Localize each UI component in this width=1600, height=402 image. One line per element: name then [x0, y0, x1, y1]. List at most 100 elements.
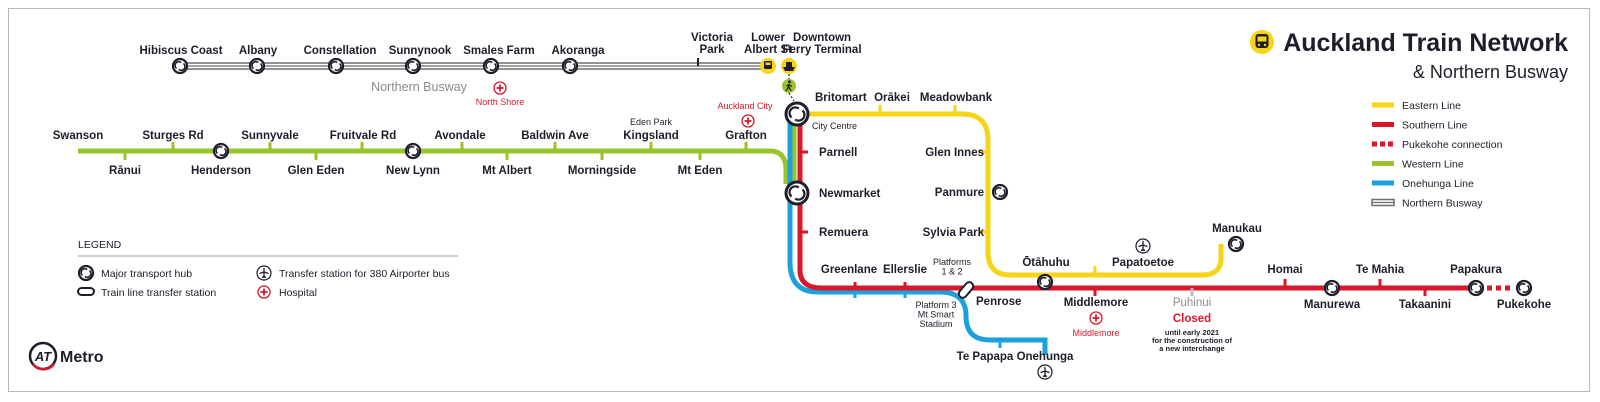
line-legend-label: Southern Line — [1402, 120, 1468, 132]
manurewa-label: Manurewa — [1304, 299, 1361, 311]
downtown-ferry-icon — [781, 58, 797, 74]
western-upper-label: Sturges Rd — [142, 130, 203, 142]
meadowbank-label: Meadowbank — [920, 92, 993, 104]
line-legend-item: Southern Line — [1372, 120, 1468, 132]
puhinui-label: Puhinui — [1173, 297, 1211, 309]
map-title: Auckland Train Network — [1283, 29, 1568, 57]
busway-station-label: Sunnynook — [389, 45, 452, 57]
parnell-label: Parnell — [819, 147, 857, 159]
station-ticks — [123, 105, 1427, 348]
line-legend-item: Eastern Line — [1372, 100, 1461, 112]
otahuhu-hub — [1036, 273, 1054, 291]
britomart-label: Britomart — [815, 92, 867, 104]
western-upper-label: Baldwin Ave — [521, 130, 589, 142]
britomart-hub — [784, 101, 810, 127]
papakura-label: Papakura — [1450, 264, 1502, 276]
sylvia-park-label: Sylvia Park — [923, 227, 985, 239]
busway-name-label: Northern Busway — [371, 80, 468, 94]
western-line — [78, 148, 789, 184]
eastern-labels: Orākei Meadowbank Glen Innes Panmure Syl… — [874, 92, 1262, 239]
legend-transfer-label: Train line transfer station — [101, 287, 216, 299]
newmarket-hub — [784, 180, 810, 206]
western-lower-label: Morningside — [568, 165, 636, 177]
train-icon-glyph — [1255, 34, 1269, 48]
busway-station-label: Constellation — [304, 45, 377, 57]
western-upper-label: Swanson — [53, 130, 103, 142]
western-lower-label: Henderson — [191, 165, 251, 177]
closed-label: Closed — [1173, 313, 1211, 325]
penrose-transfer — [957, 281, 975, 299]
greenlane-label: Greenlane — [821, 264, 877, 276]
penrose-label: Penrose — [976, 296, 1021, 308]
southern-line — [797, 114, 1478, 291]
at-logo-text: AT — [34, 349, 52, 364]
western-upper-label: Grafton — [725, 130, 767, 142]
middlemore-hospital-label: Middlemore — [1072, 328, 1119, 338]
western-labels: Swanson Sturges Rd Sunnyvale Fruitvale R… — [53, 101, 773, 177]
takaanini-label: Takaanini — [1399, 299, 1451, 311]
homai-label: Homai — [1267, 264, 1302, 276]
panmure-hub — [991, 183, 1009, 201]
legend-hub-label: Major transport hub — [101, 268, 192, 280]
pukekohe-label: Pukekohe — [1497, 299, 1551, 311]
onehunga-line — [787, 114, 1048, 355]
line-legend-item: Western Line — [1372, 159, 1464, 171]
papatoetoe-airporter-icon — [1135, 238, 1151, 254]
newmarket-label: Newmarket — [819, 188, 881, 200]
ellerslie-label: Ellerslie — [883, 264, 927, 276]
legend-hub-icon — [77, 264, 95, 282]
north-shore-hospital-label: North Shore — [476, 97, 525, 107]
busway-station-label: Smales Farm — [463, 45, 535, 57]
busway-station-label: Akoranga — [551, 45, 605, 57]
onehunga-label: Onehunga — [1017, 351, 1074, 363]
constellation-hub — [327, 57, 345, 75]
papakura-hub — [1467, 279, 1485, 297]
manurewa-hub — [1323, 279, 1341, 297]
western-upper-label: Avondale — [434, 130, 485, 142]
city-centre-label: City Centre — [812, 121, 857, 131]
akoranga-hub — [561, 57, 579, 75]
line-legend-item: Onehunga Line — [1372, 178, 1474, 190]
panmure-label: Panmure — [935, 187, 984, 199]
line-legend-label: Western Line — [1402, 159, 1464, 171]
western-upper-label: Kingsland — [623, 130, 679, 142]
line-legend-label: Pukekohe connection — [1402, 139, 1503, 151]
busway-station-label: Hibiscus Coast — [139, 45, 222, 57]
papatoetoe-label: Papatoetoe — [1112, 257, 1174, 269]
eden-park-note: Eden Park — [630, 117, 673, 127]
albany-hub — [248, 57, 266, 75]
western-lower-label: New Lynn — [386, 165, 440, 177]
at-metro-logo: AT Metro — [28, 341, 104, 371]
line-legend-label: Onehunga Line — [1402, 178, 1474, 190]
hibiscus-coast-hub — [171, 57, 189, 75]
remuera-label: Remuera — [819, 227, 869, 239]
auckland-city-hospital-icon — [741, 114, 755, 128]
pukekohe-hub — [1515, 279, 1533, 297]
orakei-label: Orākei — [874, 92, 910, 104]
line-legend-label: Northern Busway — [1402, 198, 1483, 210]
henderson-hub — [212, 142, 230, 160]
manukau-hub — [1227, 235, 1245, 253]
legend-transfer-icon — [77, 287, 95, 296]
western-lower-label: Mt Eden — [678, 165, 723, 177]
te-papapa-label: Te Papapa — [957, 351, 1014, 363]
hub-labels: Britomart City Centre Parnell Newmarket … — [812, 92, 881, 239]
map-subtitle: & Northern Busway — [1413, 62, 1568, 82]
auckland-city-hospital-label: Auckland City — [717, 101, 773, 111]
line-legend-item: Northern Busway — [1371, 198, 1483, 210]
walking-icon — [782, 79, 796, 93]
busway-labels: Hibiscus Coast Albany Constellation Sunn… — [139, 32, 861, 107]
te-mahia-label: Te Mahia — [1356, 264, 1405, 276]
legend-hospital-label: Hospital — [279, 287, 317, 299]
smales-farm-hub — [482, 57, 500, 75]
western-lower-label: Rānui — [109, 165, 141, 177]
at-logo-accent — [31, 363, 56, 371]
